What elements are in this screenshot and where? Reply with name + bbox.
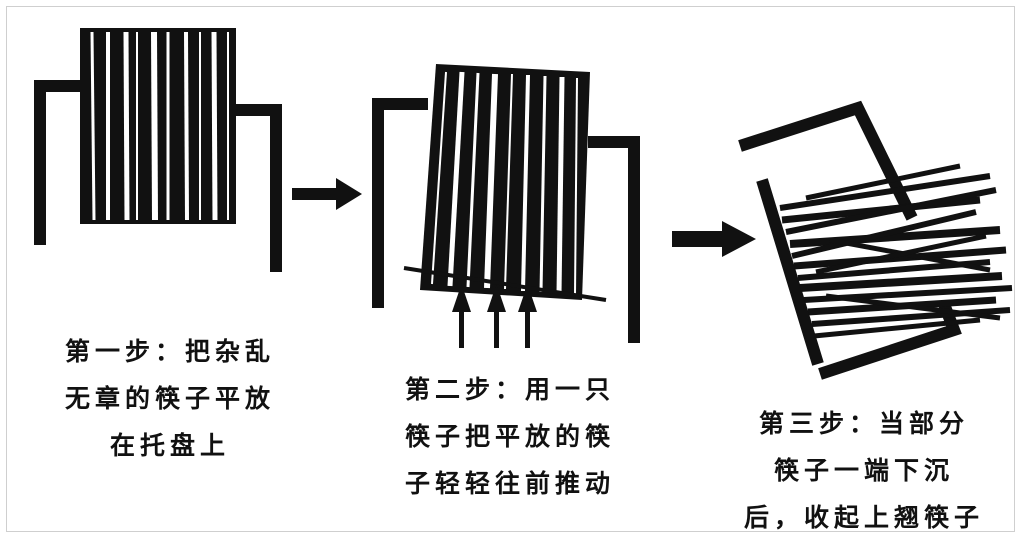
step3-caption: 第三步：当部分 筷子一端下沉 后，收起上翘筷子 [716,400,1012,540]
step1-caption-line3: 在托盘上 [109,431,230,460]
step2-caption-line3: 子轻轻往前推动 [404,469,615,498]
step2-caption-line2: 筷子把平放的筷 [404,422,615,451]
push-arrows [452,284,537,348]
step1-caption-line2: 无章的筷子平放 [64,384,275,413]
step2-illustration [372,64,640,348]
figure-border [6,6,1015,532]
step1-illustration [34,28,282,272]
step1-caption-line1: 第一步：把杂乱 [64,337,275,366]
step2-chopstick-highlights [431,71,578,296]
step3-scattered-chopsticks [779,163,1013,339]
arrow-up-icon [518,284,537,348]
arrow-right-icon [672,221,756,257]
step3-caption-line2: 筷子一端下沉 [773,456,954,485]
step2-caption-line1: 第二步：用一只 [404,375,615,404]
step2-tray-icon [372,98,640,343]
arrow-up-icon [452,284,471,348]
pusher-chopstick [403,266,607,302]
step2-chopstick-bundle [420,64,590,300]
step3-caption-line1: 第三步：当部分 [758,409,969,438]
step1-caption: 第一步：把杂乱 无章的筷子平放 在托盘上 [22,328,318,469]
step3-illustration [738,100,1013,380]
arrow-up-icon [487,284,506,348]
step1-tray-icon [34,80,282,272]
arrow-right-icon [292,178,362,210]
step1-chopstick-highlights [90,31,229,221]
step3-caption-line3: 后，收起上翘筷子 [743,503,984,532]
step2-caption: 第二步：用一只 筷子把平放的筷 子轻轻往前推动 [362,366,658,507]
